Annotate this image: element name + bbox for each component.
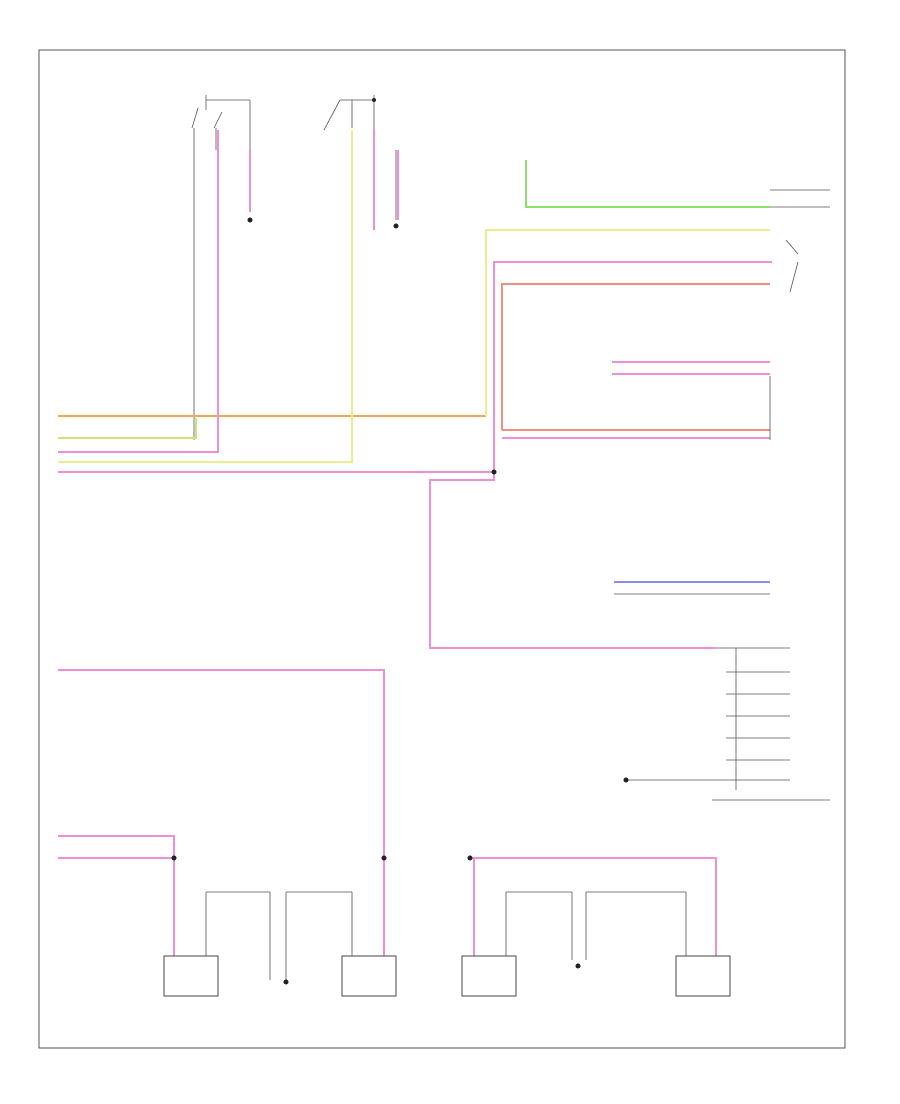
module-lower-left-2 [341,955,397,997]
wire-pink-lower-1 [58,669,385,860]
switch-group-left [191,95,253,440]
wire-yellow-right [485,229,770,416]
switch-group-center [323,95,399,229]
wire-green [525,160,770,208]
lower-thin-lines [205,891,687,985]
junction-dots [171,469,497,861]
wire-pink-left [58,130,219,453]
diagram-border [38,49,846,1049]
wire-yellow-green [58,418,197,439]
wire-red [501,283,770,430]
wire-pink-lower-2 [58,835,175,900]
module-lower-right-2 [675,955,731,997]
wire-pink-down [429,472,716,649]
module-lower-right-1 [461,955,517,997]
wire-pink-main [58,261,772,473]
wire-pink-lower-4 [470,857,717,960]
wire-yellow-left [58,130,353,463]
right-connector-block [623,647,830,801]
right-switch [769,189,830,440]
module-lower-left-1 [163,955,219,997]
